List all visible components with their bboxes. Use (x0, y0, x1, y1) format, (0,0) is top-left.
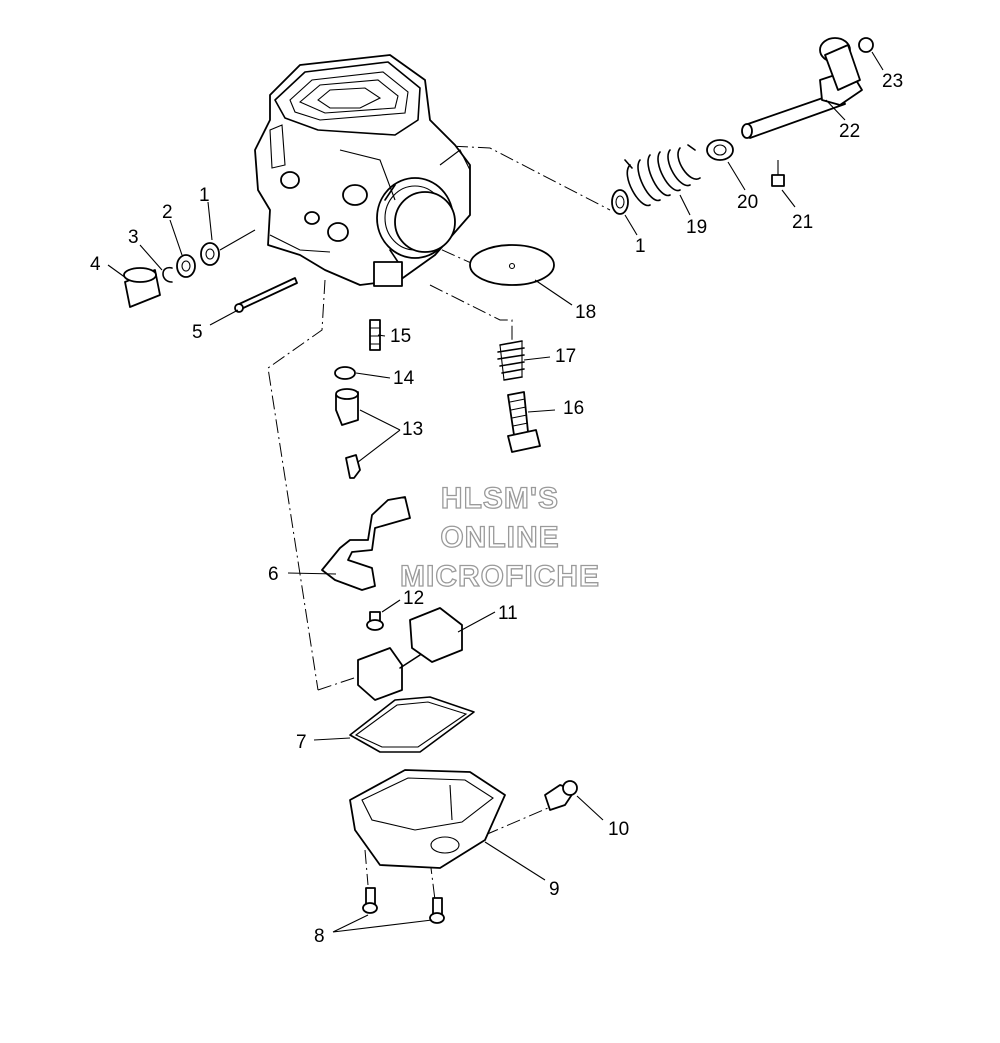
callout-22: 22 (839, 121, 860, 142)
callout-3: 3 (128, 227, 139, 248)
part-4-cap (123, 267, 161, 308)
callout-18: 18 (575, 302, 596, 323)
callout-20: 20 (737, 192, 758, 213)
callout-19: 19 (686, 217, 707, 238)
part-8-screws (362, 887, 445, 924)
part-5-shaft (234, 277, 298, 313)
watermark-line-3: MICROFICHE (400, 560, 600, 593)
callout-5: 5 (192, 322, 203, 343)
part-21-screw (771, 160, 785, 187)
part-9-float-bowl (349, 769, 506, 869)
part-14-oring (334, 366, 356, 380)
callout-1-right: 1 (635, 236, 646, 257)
callout-9: 9 (549, 879, 560, 900)
callout-10: 10 (608, 819, 629, 840)
watermark: HLSM'S ONLINE MICROFICHE (399, 481, 600, 593)
part-13-needle-valve (335, 388, 361, 479)
callout-2: 2 (162, 202, 173, 223)
part-23-screw (858, 37, 874, 53)
part-11-float (357, 607, 463, 701)
part-18-plate (469, 244, 555, 286)
part-16-screw (507, 391, 541, 453)
callout-13: 13 (402, 419, 423, 440)
callout-6: 6 (268, 564, 279, 585)
part-2-washer (176, 254, 196, 278)
part-7-gasket (349, 696, 475, 753)
callout-11: 11 (498, 603, 518, 624)
callout-14: 14 (393, 368, 415, 389)
leader-lines (107, 51, 884, 933)
callout-4: 4 (90, 254, 101, 275)
callout-7: 7 (296, 732, 307, 753)
callout-16: 16 (563, 398, 584, 419)
callout-15: 15 (390, 326, 411, 347)
part-1-seal-right (611, 189, 629, 215)
callout-17: 17 (555, 346, 576, 367)
part-19-spring (624, 144, 701, 207)
callout-12: 12 (403, 588, 424, 609)
callout-21: 21 (792, 212, 813, 233)
part-17-spring (497, 340, 525, 381)
callout-labels: 1 2 3 4 5 15 14 13 17 16 18 1 19 20 21 2… (90, 71, 903, 947)
watermark-line-2: ONLINE (440, 521, 559, 554)
part-6-bracket (321, 496, 411, 591)
callout-8: 8 (314, 926, 325, 947)
part-20-bushing (706, 139, 734, 161)
callout-23: 23 (882, 71, 903, 92)
part-1-seal-left (200, 242, 220, 266)
part-10-drain-screw (544, 780, 578, 811)
carburetor-body (254, 54, 471, 287)
part-22-shaft (741, 37, 863, 139)
part-3-clip (162, 266, 173, 283)
part-12-screw (366, 611, 384, 631)
callout-1-left: 1 (199, 185, 210, 206)
watermark-line-1: HLSM'S (441, 482, 559, 515)
